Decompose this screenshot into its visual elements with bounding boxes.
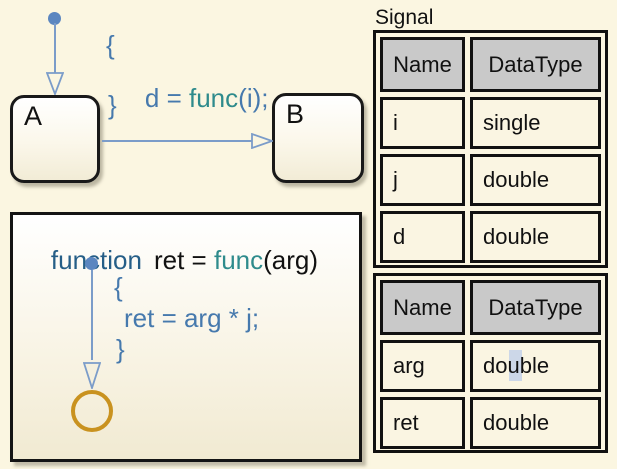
terminal-junction[interactable] (71, 390, 113, 432)
arrowhead-down-icon (46, 72, 64, 95)
cell-type-arg[interactable]: double (470, 340, 601, 392)
transition-label-close-brace[interactable]: } (108, 90, 117, 120)
transition-label-open-brace[interactable]: { (106, 30, 115, 60)
panel-title-signal: Signal (375, 6, 434, 29)
code-lhs: d = (144, 83, 189, 113)
column-header-name: Name (380, 37, 465, 92)
function-body-close-brace[interactable]: } (116, 334, 125, 364)
signal-table-chart-data: Name DataType i single j double d double (373, 30, 608, 268)
state-a-label: A (24, 101, 43, 131)
function-return: ret = (153, 245, 214, 275)
cell-name-i[interactable]: i (380, 97, 465, 149)
function-args: (arg) (263, 245, 319, 275)
default-transition-dot[interactable] (48, 12, 61, 25)
cell-type-d[interactable]: double (470, 211, 601, 263)
function-default-transition-dot[interactable] (85, 257, 98, 270)
signal-table-function-data: Name DataType arg double ret double (373, 273, 608, 453)
function-body-open-brace[interactable]: { (114, 272, 123, 302)
default-transition-line[interactable] (54, 23, 56, 73)
column-header-datatype: DataType (470, 280, 601, 335)
arrowhead-down-icon (83, 362, 101, 389)
cell-name-ret[interactable]: ret (380, 397, 465, 449)
arrowhead-right-icon (251, 133, 273, 149)
cell-name-j[interactable]: j (380, 154, 465, 206)
transition-a-to-b-line[interactable] (102, 140, 252, 142)
function-signature[interactable]: functionret = func(arg) (22, 221, 318, 299)
state-a[interactable]: A (10, 95, 100, 183)
cell-type-j[interactable]: double (470, 154, 601, 206)
function-name: func (213, 245, 264, 275)
cell-type-i[interactable]: single (470, 97, 601, 149)
cell-name-arg[interactable]: arg (380, 340, 465, 392)
column-header-name: Name (380, 280, 465, 335)
graphical-function-box[interactable] (10, 212, 362, 462)
code-func-name: func (189, 83, 239, 113)
function-body-statement[interactable]: ret = arg * j; (124, 303, 260, 333)
cell-name-d[interactable]: d (380, 211, 465, 263)
cell-type-ret[interactable]: double (470, 397, 601, 449)
state-b[interactable]: B (272, 93, 364, 183)
function-transition-line[interactable] (91, 270, 93, 360)
code-args: (i); (238, 83, 269, 113)
state-b-label: B (286, 99, 305, 129)
transition-label-code[interactable]: d = func(i); (116, 59, 269, 137)
column-header-datatype: DataType (470, 37, 601, 92)
